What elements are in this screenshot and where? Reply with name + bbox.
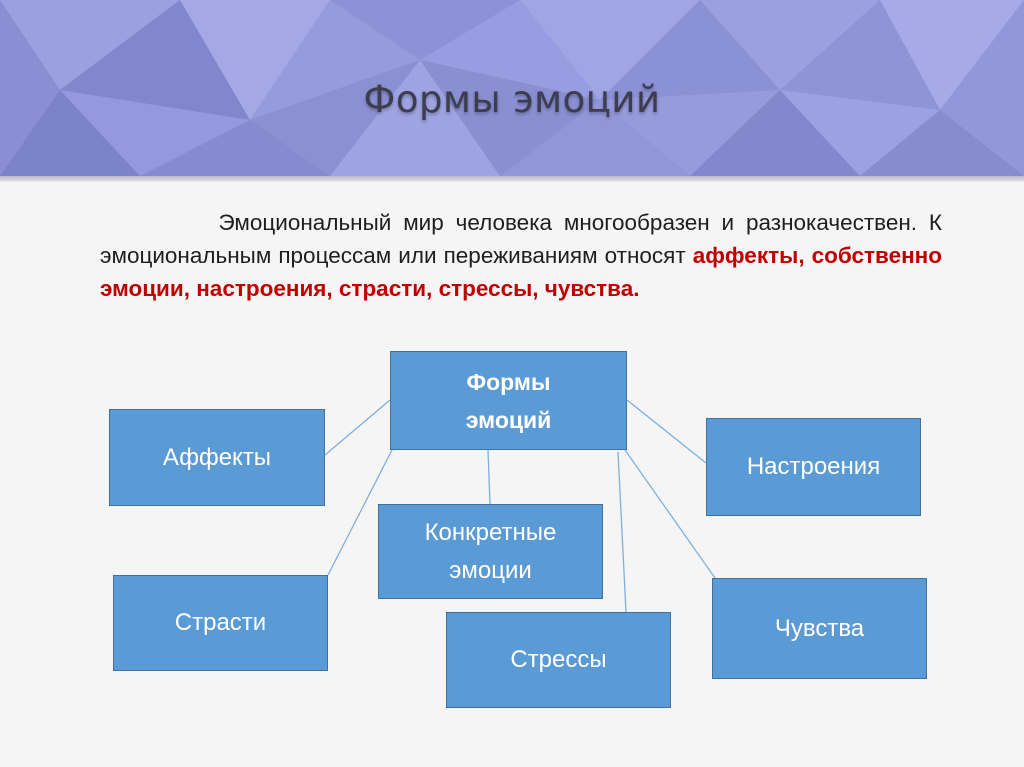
node-passions-label: Страсти xyxy=(174,609,267,636)
node-stresses-label: Стрессы xyxy=(510,646,607,673)
connector-moods xyxy=(626,399,707,464)
banner-divider xyxy=(0,176,1024,182)
connector-feelings xyxy=(624,449,716,579)
node-feelings: Чувства xyxy=(712,578,927,679)
intro-paragraph: Эмоциональный мир человека многообразен … xyxy=(100,206,942,305)
node-stresses: Стрессы xyxy=(446,612,671,708)
node-affects: Аффекты xyxy=(109,409,325,506)
intro-plain-text: Эмоциональный мир человека многообразен … xyxy=(100,210,942,268)
connector-stresses xyxy=(617,451,627,613)
node-concrete-label: Конкретные эмоции xyxy=(424,518,557,584)
polygon-background xyxy=(0,0,1024,176)
diagram-root-label: Формы эмоций xyxy=(465,368,552,433)
diagram-root-node: Формы эмоций xyxy=(390,351,627,450)
node-moods-label: Настроения xyxy=(746,453,881,480)
node-concrete-emotions: Конкретные эмоции xyxy=(378,504,603,599)
connector-affects xyxy=(324,399,391,456)
node-affects-label: Аффекты xyxy=(162,443,272,471)
slide-title: Формы эмоций xyxy=(363,78,661,121)
title-banner xyxy=(0,0,1024,176)
node-passions: Страсти xyxy=(113,575,328,671)
connector-concrete xyxy=(487,449,491,505)
node-feelings-label: Чувства xyxy=(774,614,865,642)
intro-highlight-text: аффекты, собственно эмоции, настроения, … xyxy=(100,243,943,301)
node-moods: Настроения xyxy=(706,418,921,516)
